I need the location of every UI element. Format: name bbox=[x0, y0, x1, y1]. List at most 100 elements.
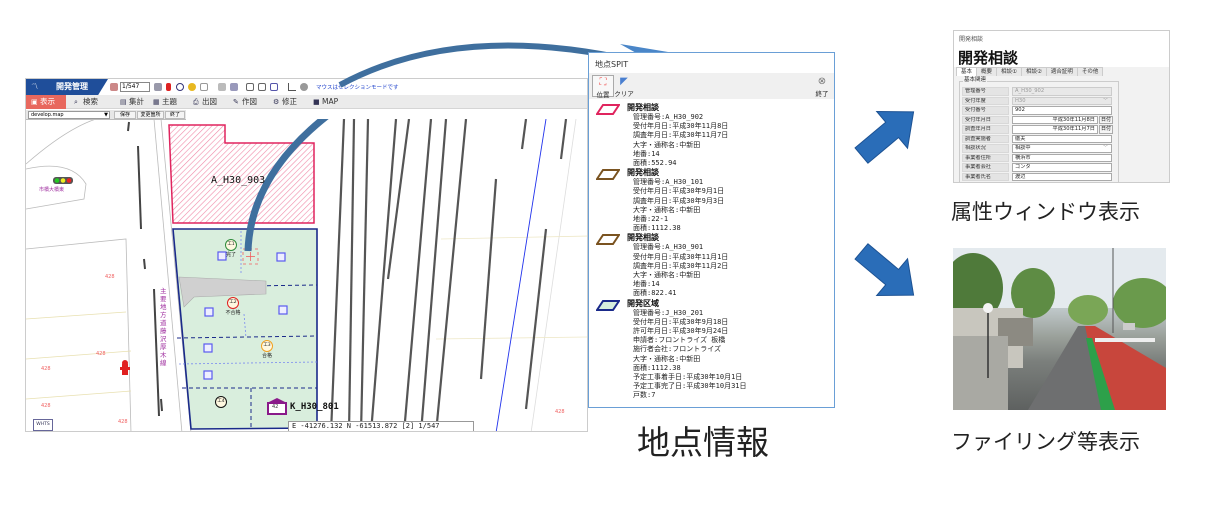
attr-field[interactable]: 902 bbox=[1012, 106, 1112, 115]
attr-field[interactable]: 横浜市 bbox=[1012, 153, 1112, 162]
app-title: 開発管理 bbox=[26, 79, 108, 95]
date-picker-button[interactable]: 日付 bbox=[1099, 125, 1113, 134]
menu-print[interactable]: ⎙出図 bbox=[191, 95, 217, 109]
layer-icon[interactable] bbox=[218, 83, 226, 91]
menu-search[interactable]: ⌕検索 bbox=[72, 95, 98, 109]
parcel-a-polygon[interactable] bbox=[168, 124, 315, 224]
section-line: 施行者会社:フロントライズ bbox=[633, 345, 722, 354]
inspection-marker[interactable]: 工3 bbox=[261, 340, 273, 352]
clear-button[interactable]: ◤クリア bbox=[613, 75, 635, 98]
attr-field[interactable]: 平成30年11月8日 bbox=[1012, 115, 1098, 124]
attr-value: 渡辺 bbox=[1015, 173, 1026, 180]
inspection-result: 合格 bbox=[261, 353, 272, 359]
inspection-marker[interactable]: 工4 bbox=[215, 396, 227, 408]
attr-tab[interactable]: 相談② bbox=[1020, 67, 1047, 76]
menu-aggregate[interactable]: ▤集計 bbox=[118, 95, 144, 109]
zoom-area-icon[interactable] bbox=[270, 83, 278, 91]
street-photo bbox=[953, 248, 1166, 410]
section-line: 大字・通称名:中新田 bbox=[633, 271, 701, 280]
railway-lines bbox=[329, 119, 568, 431]
attr-tab[interactable]: 基本 bbox=[956, 67, 978, 76]
menu-label: MAP bbox=[322, 97, 339, 106]
lot-dividers bbox=[176, 284, 318, 428]
section-line: 許可年月日:平成30年9月24日 bbox=[633, 327, 729, 336]
attr-header: 開発相談 開発相談 bbox=[954, 31, 1169, 67]
menu-display[interactable]: ▣表示 bbox=[26, 95, 66, 109]
menu-map[interactable]: ■MAP bbox=[311, 95, 338, 109]
settings-icon[interactable] bbox=[300, 83, 308, 91]
crosshair-icon: ⛶ bbox=[599, 77, 607, 88]
map-drawing bbox=[26, 119, 587, 431]
section-line: 予定工事着手日:平成30年10月1日 bbox=[633, 373, 743, 382]
attr-row: 事業者住所横浜市 bbox=[962, 153, 1117, 162]
section-line: 地番:14 bbox=[633, 149, 660, 158]
menu-theme[interactable]: ▦主題 bbox=[151, 95, 177, 109]
lot-number: 428 bbox=[555, 409, 565, 415]
section-line: 申請者:フロントライズ 板橋 bbox=[633, 336, 726, 345]
attr-field[interactable]: 平成30年11月7日 bbox=[1012, 125, 1098, 134]
map-file-value: develop.map bbox=[31, 112, 64, 118]
section-header: 開発相談 bbox=[627, 168, 659, 178]
attr-row: 相談状況相談中﹀ bbox=[962, 144, 1117, 153]
zoom-out-icon[interactable] bbox=[110, 83, 118, 91]
lot-number: 428 bbox=[41, 403, 51, 409]
attr-tab[interactable]: 相談① bbox=[996, 67, 1022, 76]
search-map-icon[interactable] bbox=[230, 83, 238, 91]
save-button[interactable]: 保存 bbox=[114, 111, 136, 119]
attr-value: ゴンタ bbox=[1015, 164, 1031, 170]
attr-field[interactable]: 渡辺 bbox=[1012, 172, 1112, 181]
attr-row: 受付年月日平成30年11月8日日付 bbox=[962, 115, 1117, 124]
search-icon: ⌕ bbox=[74, 98, 78, 106]
menu-draw[interactable]: ✎作図 bbox=[231, 95, 257, 109]
magnifier-icon[interactable] bbox=[176, 83, 184, 91]
point-info-caption: 地点情報 bbox=[637, 423, 769, 462]
attr-field[interactable]: H30﹀ bbox=[1012, 96, 1112, 105]
road-name-label: 主要地方道藤沢 厚木線 bbox=[160, 287, 167, 367]
attr-field[interactable]: 相談中﹀ bbox=[1012, 144, 1112, 153]
map-canvas[interactable]: A_H30_903 K_H30_801 42 市橋大橋東 主要地方道藤沢 厚木線… bbox=[26, 119, 587, 431]
panel-icon[interactable] bbox=[258, 83, 266, 91]
menu-label: 集計 bbox=[129, 97, 144, 106]
attr-field[interactable]: 徹夫 bbox=[1012, 134, 1112, 143]
zoom-in-icon[interactable] bbox=[154, 83, 162, 91]
layer-legend-icon bbox=[596, 234, 620, 246]
attr-group-box bbox=[959, 81, 1119, 182]
attr-tab[interactable]: 概要 bbox=[976, 67, 998, 76]
attr-tab[interactable]: 適合証明 bbox=[1045, 67, 1078, 76]
inspection-marker[interactable]: 工1 bbox=[225, 239, 237, 251]
attr-label: 事業者氏名 bbox=[962, 172, 1009, 181]
pointer-icon[interactable] bbox=[166, 83, 171, 91]
section-header: 開発区域 bbox=[627, 298, 659, 308]
hand-icon[interactable] bbox=[188, 83, 196, 91]
section-line: 管理番号:A_H30_901 bbox=[633, 243, 704, 252]
section-header: 開発相談 bbox=[627, 103, 659, 112]
layer-legend-icon bbox=[596, 299, 620, 311]
changes-button[interactable]: 変更箇所 bbox=[137, 111, 164, 119]
close-button[interactable]: ⊗終了 bbox=[811, 75, 833, 98]
date-picker-button[interactable]: 日付 bbox=[1099, 115, 1113, 124]
attr-row: 調査年月日平成30年11月7日日付 bbox=[962, 125, 1117, 134]
attr-field[interactable]: ゴンタ bbox=[1012, 163, 1112, 172]
map-file-bar: develop.map▼ 保存 変更箇所 終了 bbox=[26, 110, 186, 120]
scale-value: 1/547 bbox=[122, 83, 140, 90]
section-line: 管理番号:A_H30_902 bbox=[633, 113, 704, 121]
measure-icon[interactable] bbox=[288, 83, 296, 91]
section-line: 面積:552.94 bbox=[633, 159, 677, 168]
select-icon[interactable] bbox=[200, 83, 208, 91]
arrow-to-filing-icon bbox=[854, 243, 915, 297]
exit-button[interactable]: 終了 bbox=[165, 111, 185, 119]
window-icon[interactable] bbox=[246, 83, 254, 91]
menu-edit[interactable]: ⚙修正 bbox=[271, 95, 297, 109]
inspection-marker[interactable]: 工2 bbox=[227, 297, 239, 309]
map-file-select[interactable]: develop.map▼ bbox=[28, 111, 110, 119]
section-header: 開発相談 bbox=[627, 233, 659, 243]
position-button[interactable]: ⛶位置 bbox=[592, 75, 614, 99]
attr-field[interactable]: A_H30_902 bbox=[1012, 87, 1112, 96]
attr-tab[interactable]: その他 bbox=[1076, 67, 1104, 76]
scale-select[interactable]: 1/547 bbox=[120, 82, 150, 92]
